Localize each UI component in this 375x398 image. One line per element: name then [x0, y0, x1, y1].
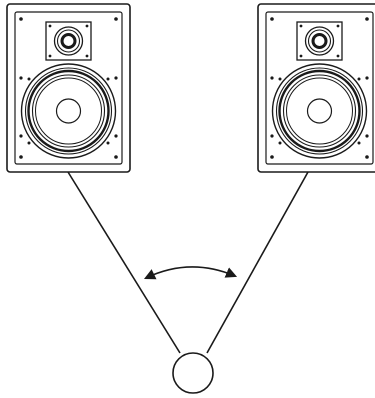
angle-arc-arrow: [146, 267, 235, 278]
left-listening-line: [68, 172, 180, 353]
woofer-icon: [22, 64, 116, 158]
right-listening-line: [207, 172, 308, 353]
screw-icon: [365, 17, 369, 21]
screw-icon: [19, 17, 23, 21]
tweeter-icon: [297, 22, 342, 60]
screw-icon: [270, 76, 273, 79]
left-speaker: [7, 4, 130, 172]
screw-icon: [365, 134, 368, 137]
screw-icon: [114, 134, 117, 137]
tweeter-icon: [46, 22, 91, 60]
screw-icon: [19, 155, 23, 159]
screw-icon: [114, 17, 118, 21]
screw-icon: [365, 76, 368, 79]
screw-icon: [270, 134, 273, 137]
screw-icon: [365, 155, 369, 159]
screw-icon: [270, 17, 274, 21]
screw-icon: [114, 76, 117, 79]
woofer-icon: [273, 64, 367, 158]
screw-icon: [270, 155, 274, 159]
screw-icon: [19, 76, 22, 79]
screw-icon: [114, 155, 118, 159]
listener-circle: [173, 353, 213, 393]
screw-icon: [19, 134, 22, 137]
right-speaker: [258, 4, 375, 172]
